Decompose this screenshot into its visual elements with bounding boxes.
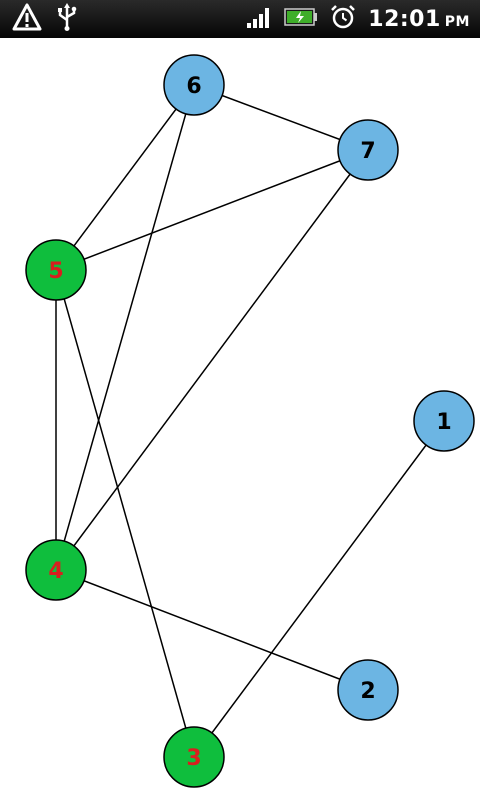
node-label: 7 xyxy=(360,139,375,164)
edge-6-4 xyxy=(55,84,195,571)
node-circle xyxy=(337,119,399,181)
node-label: 1 xyxy=(436,410,451,435)
node-circle xyxy=(163,54,225,116)
node-2[interactable]: 2 xyxy=(337,659,399,721)
clock-time: 12:01 xyxy=(368,6,441,32)
node-1[interactable]: 1 xyxy=(413,390,475,452)
edge-5-3 xyxy=(55,269,195,758)
alarm-icon xyxy=(330,4,356,34)
node-label: 6 xyxy=(186,74,201,99)
graph-edges xyxy=(55,84,445,758)
edge-7-5 xyxy=(55,149,369,271)
clock-ampm: PM xyxy=(444,13,470,30)
graph-nodes: 1 2 3 4 5 6 7 xyxy=(25,54,475,788)
edge-7-4 xyxy=(55,149,369,571)
edge-6-5 xyxy=(55,84,195,271)
node-6[interactable]: 6 xyxy=(163,54,225,116)
node-7[interactable]: 7 xyxy=(337,119,399,181)
node-4[interactable]: 4 xyxy=(25,539,87,601)
node-label: 3 xyxy=(186,746,201,771)
node-3[interactable]: 3 xyxy=(163,726,225,788)
graph-canvas[interactable]: 1 2 3 4 5 6 7 xyxy=(0,38,480,800)
node-5[interactable]: 5 xyxy=(25,239,87,301)
usb-icon xyxy=(56,2,78,36)
status-left-icons xyxy=(12,2,78,36)
node-label: 5 xyxy=(48,259,63,284)
edge-4-2 xyxy=(55,569,369,691)
node-circle xyxy=(25,239,87,301)
node-circle xyxy=(25,539,87,601)
node-circle xyxy=(413,390,475,452)
node-label: 4 xyxy=(48,559,63,584)
node-circle xyxy=(337,659,399,721)
node-circle xyxy=(163,726,225,788)
signal-icon xyxy=(246,5,272,33)
battery-charging-icon xyxy=(284,6,318,32)
warning-icon xyxy=(12,3,42,35)
edge-6-7 xyxy=(193,84,369,151)
edge-1-3 xyxy=(193,420,445,758)
node-label: 2 xyxy=(360,679,375,704)
